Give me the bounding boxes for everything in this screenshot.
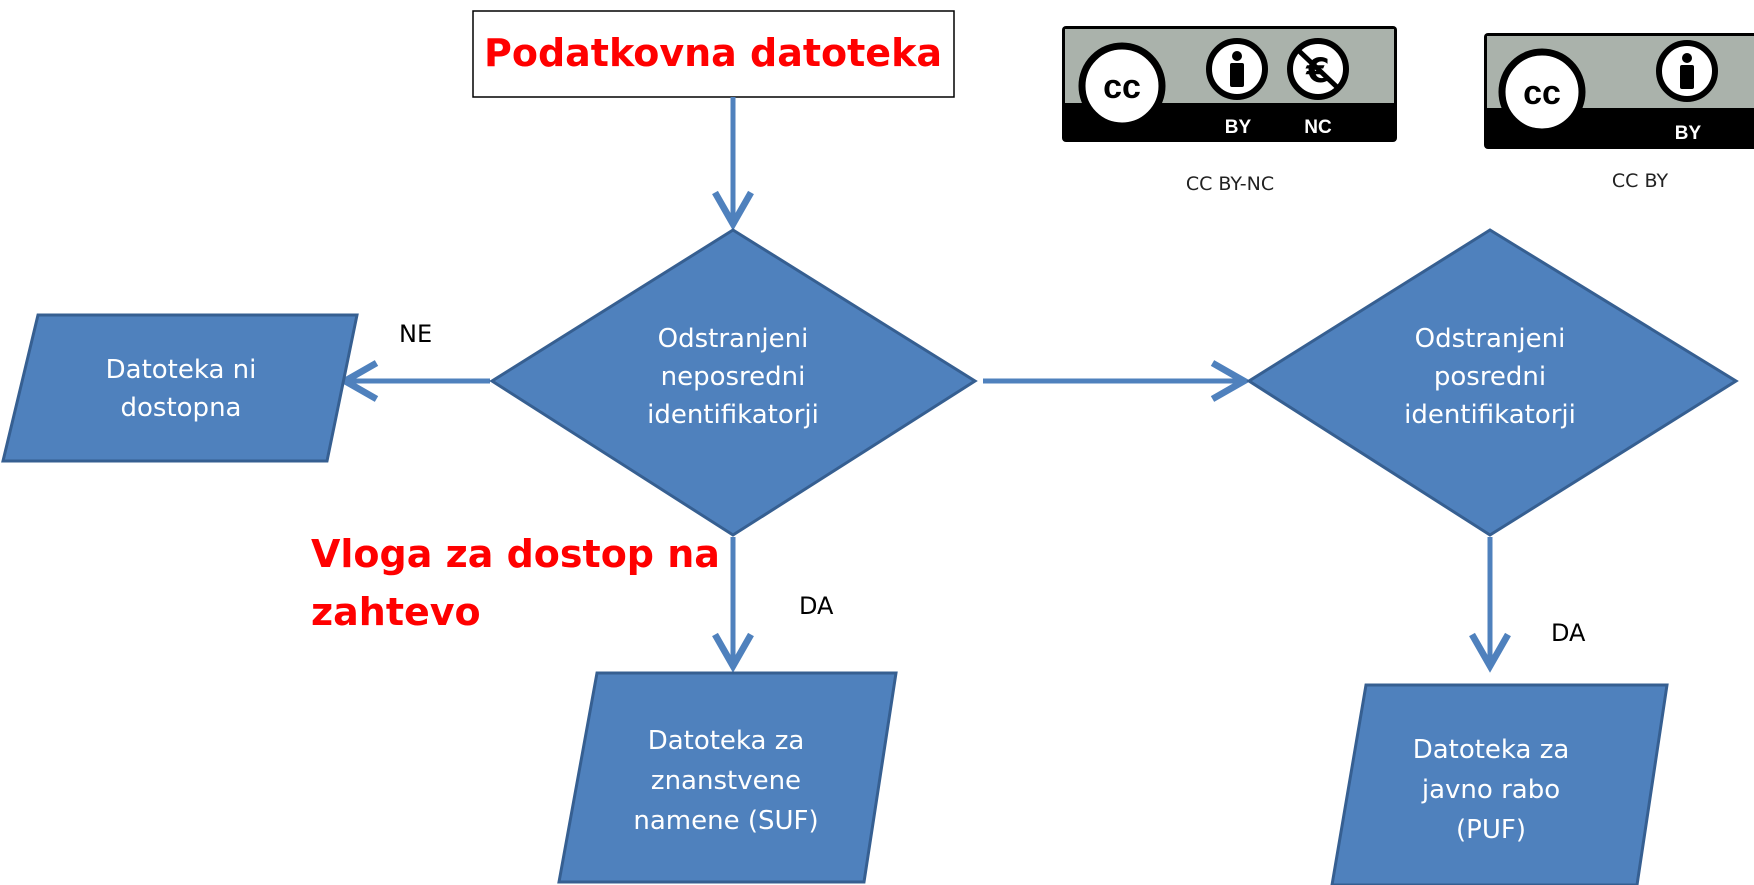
edge-label-no: NE xyxy=(399,320,432,348)
svg-text:cc: cc xyxy=(1103,68,1141,106)
output-not-available: Datoteka ni dostopna xyxy=(1,313,359,463)
text-line: Datoteka za xyxy=(648,726,805,756)
attribution-person-icon xyxy=(1206,38,1268,100)
text-line: znanstvene xyxy=(651,766,801,796)
edge-label-yes-left: DA xyxy=(799,592,834,620)
cc-by-nc-caption: CC BY-NC xyxy=(1186,173,1274,195)
edge-label-yes-right: DA xyxy=(1551,619,1586,647)
decision-indirect-identifiers: Odstranjeni posredni identifikatorji xyxy=(1246,228,1739,537)
text-line: Odstranjeni xyxy=(658,324,809,354)
text-line: Datoteka ni xyxy=(106,355,257,385)
text-line: identifikatorji xyxy=(1404,400,1576,430)
cc-by-nc-badge: cc € BY NC xyxy=(1062,26,1397,142)
cc-by-caption: CC BY xyxy=(1612,170,1669,192)
badge-label-by: BY xyxy=(1225,117,1252,138)
text-line: javno rabo xyxy=(1421,775,1560,805)
cc-by-badge: cc BY xyxy=(1484,33,1754,149)
decision-direct-text: Odstranjeni neposredni identifikatorji xyxy=(647,324,819,430)
title-text: Podatkovna datoteka xyxy=(484,31,942,75)
puf-text: Datoteka za javno rabo (PUF) xyxy=(1413,735,1570,845)
title-box: Podatkovna datoteka xyxy=(472,10,955,98)
cc-logo-icon: cc xyxy=(1078,42,1166,130)
text-line: dostopna xyxy=(121,393,242,423)
output-suf: Datoteka za znanstvene namene (SUF) xyxy=(557,671,898,884)
badge-label-by: BY xyxy=(1675,123,1702,144)
badge-label-nc: NC xyxy=(1304,117,1332,138)
svg-text:cc: cc xyxy=(1523,74,1561,112)
not-available-text: Datoteka ni dostopna xyxy=(106,355,257,423)
decision-direct-identifiers: Odstranjeni neposredni identifikatorji xyxy=(489,228,978,537)
text-line: Vloga za dostop na xyxy=(311,532,720,576)
cc-logo-icon: cc xyxy=(1498,48,1586,136)
attribution-person-icon xyxy=(1656,40,1718,102)
text-line: posredni xyxy=(1434,362,1546,392)
text-line: neposredni xyxy=(661,362,806,392)
text-line: Odstranjeni xyxy=(1415,324,1566,354)
output-puf: Datoteka za javno rabo (PUF) xyxy=(1330,683,1669,885)
text-line: zahtevo xyxy=(311,590,481,634)
text-line: (PUF) xyxy=(1456,815,1526,845)
text-line: identifikatorji xyxy=(647,400,819,430)
text-line: Datoteka za xyxy=(1413,735,1570,765)
decision-indirect-text: Odstranjeni posredni identifikatorji xyxy=(1404,324,1576,430)
text-line: namene (SUF) xyxy=(633,806,818,836)
request-access-note: Vloga za dostop na zahtevo xyxy=(311,532,720,634)
suf-text: Datoteka za znanstvene namene (SUF) xyxy=(633,726,818,836)
noncommercial-euro-icon: € xyxy=(1287,38,1349,100)
